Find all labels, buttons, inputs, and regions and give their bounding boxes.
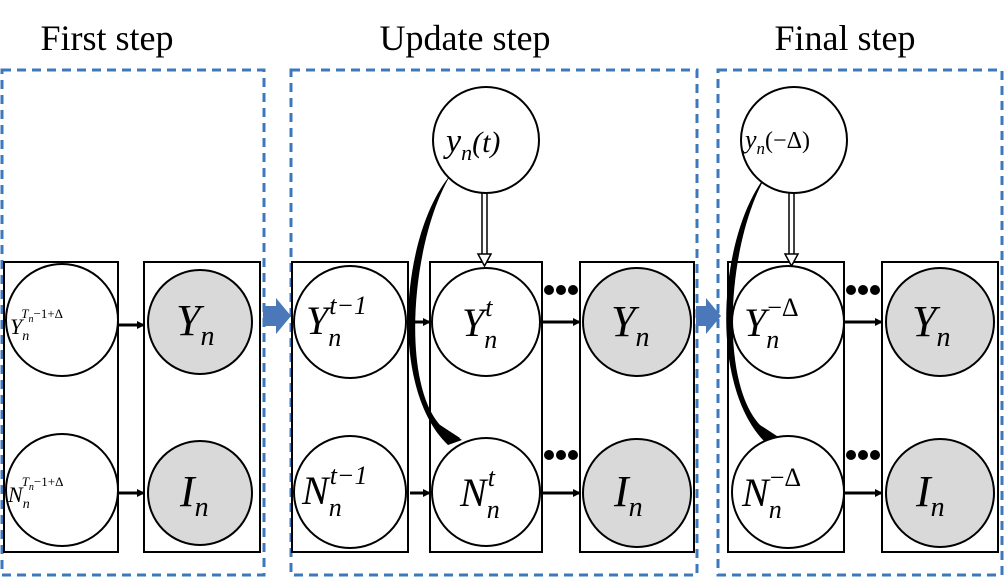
plate-first-observed [143, 261, 261, 553]
plate-final-observed [881, 261, 999, 553]
label-first-latent-y: YnTn−1+Δ [10, 306, 63, 344]
label-final-observed-i: In [915, 467, 945, 523]
ellipsis-dots-update-top [544, 285, 578, 295]
node-update-observed-i [582, 438, 692, 548]
label-update-current-n: Nnt [459, 463, 500, 524]
label-update-observed-i: In [613, 467, 643, 523]
node-first-observed-i [147, 440, 253, 546]
node-update-prev-n [293, 435, 407, 549]
plate-update-prev [291, 261, 409, 553]
node-first-latent-y [5, 263, 119, 377]
curved-arrow-update-input-to-n [408, 176, 460, 445]
block-arrow-update-to-final [696, 298, 721, 334]
node-first-latent-n [5, 433, 119, 547]
plate-final-latent [727, 261, 845, 553]
block-arrow-first-to-update [263, 298, 291, 334]
node-final-current-n [731, 435, 845, 549]
label-first-observed-i: In [179, 467, 209, 523]
label-first-observed-y: Yn [176, 296, 214, 352]
title-update-step: Update step [380, 18, 551, 58]
node-final-current-y [731, 265, 845, 379]
label-final-current-y: Yn−Δ [744, 293, 799, 354]
label-final-input: yn(−Δ) [742, 125, 810, 158]
title-first-step: First step [40, 18, 173, 58]
double-arrowhead-final [783, 253, 800, 268]
label-final-current-n: Nn−Δ [741, 463, 801, 524]
node-final-observed-i [885, 438, 995, 548]
ellipsis-dots-update-bottom [544, 450, 578, 460]
label-update-observed-y: Yn [611, 297, 649, 353]
label-first-latent-n: NnTn−1+Δ [7, 474, 63, 512]
curved-arrow-final-input-to-n [726, 176, 780, 445]
ellipsis-dots-final-top [846, 285, 880, 295]
label-final-observed-y: Yn [912, 297, 950, 353]
node-final-observed-y [885, 267, 995, 377]
curved-arrowhead-update [440, 425, 462, 445]
panel-update-step [289, 68, 699, 577]
node-update-input [432, 86, 540, 194]
label-update-prev-y: Ynt−1 [306, 291, 367, 352]
double-arrowhead-update [476, 253, 493, 268]
title-final-step: Final step [775, 18, 916, 58]
ellipsis-dots-final-bottom [846, 450, 880, 460]
node-update-current-n [431, 437, 541, 547]
node-update-current-y [431, 267, 541, 377]
node-final-input [740, 86, 848, 194]
panel-final-step [716, 68, 1004, 577]
plate-update-observed [579, 261, 695, 553]
plate-first-latent [3, 261, 119, 553]
node-update-observed-y [582, 267, 692, 377]
label-update-current-y: Ynt [462, 293, 497, 354]
label-update-prev-n: Nnt−1 [301, 461, 367, 522]
node-first-observed-y [147, 269, 253, 375]
node-update-prev-y [293, 265, 407, 379]
label-update-input: yn(t) [443, 123, 500, 165]
